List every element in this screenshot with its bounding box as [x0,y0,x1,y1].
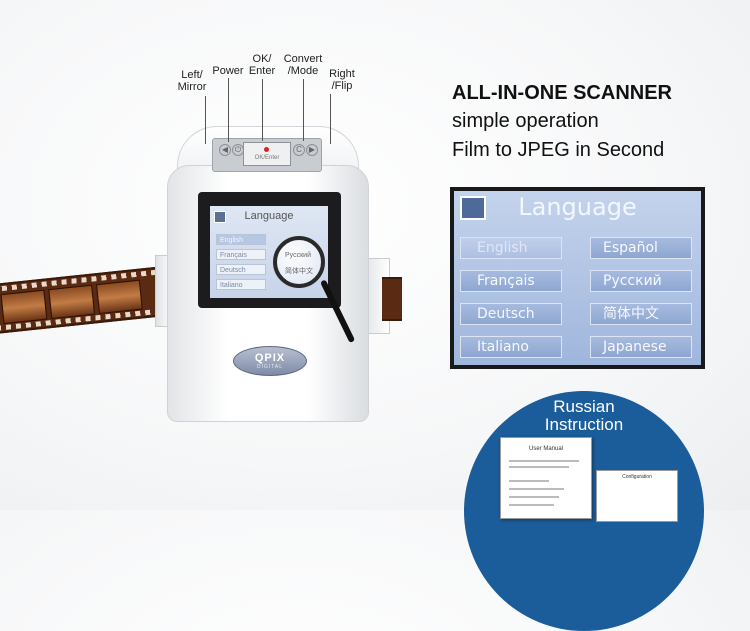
leader-line [228,78,229,142]
device-lang-english[interactable]: English [216,234,266,245]
callout-power: Power [212,65,244,77]
right-flip-button[interactable]: ▶ [306,144,318,156]
manual-text-line [509,466,569,468]
headline-line-1: simple operation [452,110,599,132]
lang-option-japanese[interactable]: Japanese [590,336,692,358]
left-mirror-button[interactable]: ◀ [219,144,231,156]
convert-mode-button[interactable]: C [293,144,305,156]
film-strip-left [0,265,176,334]
headline-line-2: Film to JPEG in Second [452,139,665,161]
brand-logo-sub: DIGITAL [256,364,284,370]
lang-option-chinese[interactable]: 简体中文 [590,303,692,325]
manual-text-line [509,504,554,506]
language-screen-title: Language [518,193,637,221]
leader-line [205,96,206,144]
film-strip-right [382,277,402,321]
magnified-chinese: 简体中文 [285,268,313,275]
brand-logo: QPIX DIGITAL [233,346,307,376]
lang-option-deutsch[interactable]: Deutsch [460,303,562,325]
magnified-russian: Русский [285,252,311,259]
instruction-badge-text: Russian Instruction [544,397,624,434]
leader-line [330,94,331,144]
lang-option-russian[interactable]: Русский [590,270,692,292]
manual-text-line [509,480,549,482]
callout-ok-enter: OK/ Enter [248,53,276,77]
user-manual-title: User Manual [528,446,563,452]
ok-enter-button[interactable] [264,147,269,152]
button-window: OK/Enter [243,142,291,166]
manual-page-image: Configuration [596,470,678,522]
callout-convert-mode: Convert /Mode [283,53,323,77]
lang-option-english[interactable]: English [460,237,562,259]
manual-text-line [509,496,559,498]
device-lang-italiano[interactable]: Italiano [216,279,266,290]
leader-line [262,79,263,141]
manual-text-line [509,488,564,490]
language-icon [214,211,226,223]
lang-option-espanol[interactable]: Español [590,237,692,259]
callout-right-flip: Right /Flip [329,68,355,92]
button-window-label: OK/Enter [254,155,280,161]
device-lang-francais[interactable]: Français [216,249,266,260]
device-screen-title: Language [244,210,294,222]
leader-line [303,79,304,141]
user-manual-image: User Manual [500,437,592,519]
button-panel: ◀ ⏻ OK/Enter C ▶ [212,138,322,172]
headline-title: ALL-IN-ONE SCANNER [452,82,672,104]
manual-text-line [509,460,579,462]
lang-option-francais[interactable]: Français [460,270,562,292]
callout-left-mirror: Left/ Mirror [177,69,207,93]
language-icon [460,196,486,220]
brand-logo-text: QPIX [254,352,286,364]
lang-option-italiano[interactable]: Italiano [460,336,562,358]
magnifier: Русский 简体中文 [273,236,325,288]
device-lang-deutsch[interactable]: Deutsch [216,264,266,275]
manual-page-title: Configuration [622,474,652,480]
